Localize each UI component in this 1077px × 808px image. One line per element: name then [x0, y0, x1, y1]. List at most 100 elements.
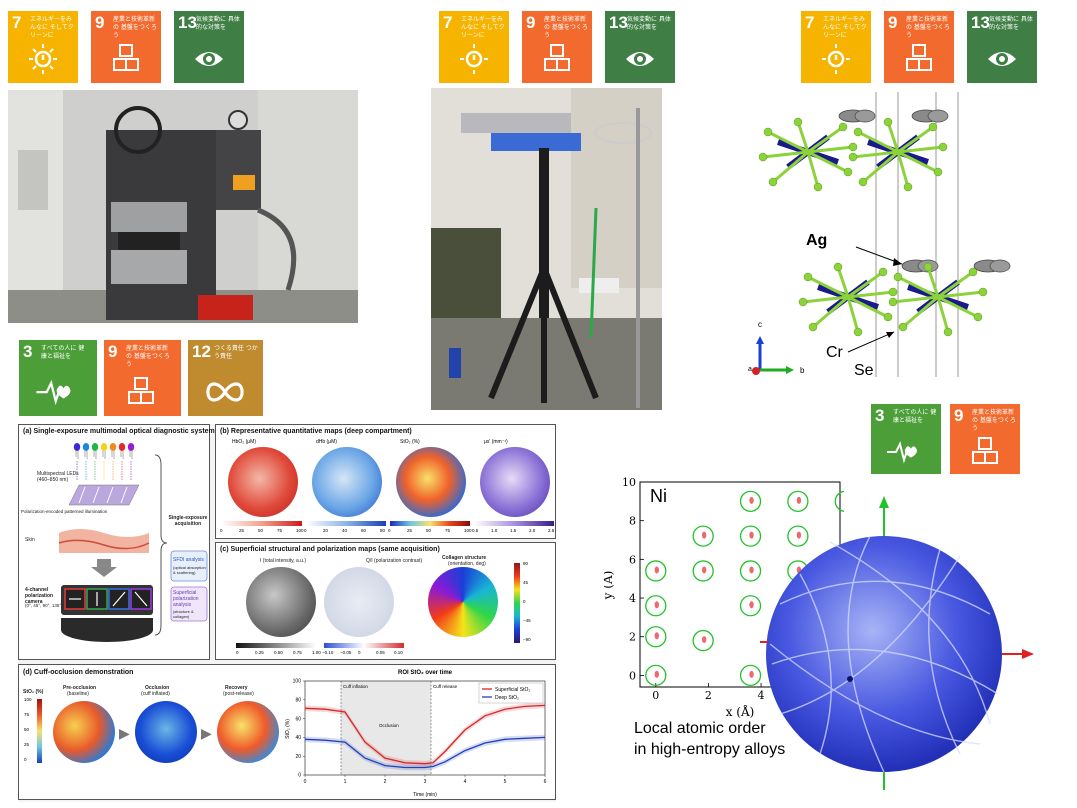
se-atom: [848, 142, 858, 152]
intensity-label: I (total intensity, a.u.): [260, 558, 307, 564]
recovery-label: Recovery: [225, 685, 248, 691]
axis-c-label: c: [758, 320, 762, 329]
ag-label: Ag: [806, 232, 828, 249]
axis-b-label: b: [800, 366, 805, 375]
legend-label: Deep StO₂: [495, 695, 519, 701]
led-icon: [82, 443, 90, 481]
map-colorbar: [390, 521, 470, 526]
x-tick-label: 0: [652, 689, 659, 702]
occlusion-sub: (cuff inflated): [141, 691, 170, 697]
sdg-label: すべての人に 健康と福祉を: [893, 409, 937, 424]
colorbar-tick: 75: [277, 528, 283, 533]
neighbor-circle: [645, 560, 667, 582]
x-tick-label: 4: [464, 779, 467, 785]
se-atom: [813, 182, 823, 192]
collagen-colorbar: [514, 563, 520, 643]
panel-c-title: (c) Superficial structural and polarizat…: [220, 546, 440, 553]
annotation-occlusion: Occlusion: [379, 723, 399, 728]
cr-se-cluster: [888, 262, 988, 337]
y-tick-label: 20: [295, 754, 301, 760]
sdg-number: 3: [23, 342, 33, 361]
sfdi-label: SFDI analysis: [173, 557, 204, 563]
stereographic-sphere: [760, 494, 1040, 792]
y-tick-label: 4: [629, 592, 636, 605]
led-icon: [91, 443, 99, 481]
panel-b: (b) Representative quantitative maps (de…: [215, 424, 556, 539]
x-tick-label: 3: [424, 779, 427, 785]
intensity-map: [246, 567, 316, 637]
system-schematic: [58, 443, 208, 642]
sdg9-tile: 9 産業と技術革新の 基盤をつくろう: [950, 404, 1020, 474]
ag-atom: [901, 259, 939, 273]
sphere-graphic: [760, 496, 1034, 790]
chart-xlabel: Time (min): [413, 792, 437, 798]
colorbar-tick: 2.0: [529, 528, 536, 533]
map-label: HbO₂ (μM): [232, 439, 256, 445]
colorbar-tick: 50: [24, 727, 30, 732]
neighbor-circle: [787, 490, 809, 512]
colorbar-tick: 0: [220, 528, 223, 533]
x-tick-label: 2: [705, 689, 712, 702]
map-label: dHb (μM): [316, 439, 337, 445]
led-icon: [100, 443, 108, 481]
sdg-label: 気候変動に 具体的な対策を: [196, 16, 240, 31]
neighbor-circle: [834, 490, 844, 512]
se-atom: [858, 177, 868, 187]
x-tick-label: 0: [304, 779, 307, 785]
x-tick-label: 6: [544, 779, 547, 785]
colorbar-tick: 80: [380, 528, 386, 533]
occlusion-map: [135, 701, 197, 763]
colorbar-tick: 0: [358, 650, 361, 655]
se-atom: [903, 182, 913, 192]
colorbar-tick: −90: [523, 637, 531, 642]
map-label: StO₂ (%): [400, 439, 420, 445]
neighbor-circle: [739, 560, 762, 582]
tripod-setup-photo: [431, 88, 662, 410]
arrow-right-icon: ▶: [201, 725, 212, 741]
sdg-number: 9: [888, 13, 898, 32]
ag-atom: [838, 109, 876, 123]
sdg-label: すべての人に 健康と福祉を: [41, 345, 85, 360]
press-machine-photo: [8, 90, 358, 323]
sdg-label: エネルギーをみんなに そしてクリーンに: [30, 16, 74, 39]
density-spot: [654, 632, 659, 640]
ag-atom: [911, 109, 949, 123]
cr-se-cluster: [758, 117, 858, 192]
ag-atom: [973, 259, 1011, 273]
sdg-label: 産業と技術革新の 基盤をつくろう: [113, 16, 157, 39]
density-spot: [749, 670, 754, 678]
sdg-number: 9: [108, 342, 118, 361]
x-tick-label: 1: [344, 779, 347, 785]
sdg13-tile: 13 気候変動に 具体的な対策を: [605, 11, 675, 83]
neighbor-circle: [692, 560, 714, 582]
se-atom: [758, 152, 768, 162]
neighbor-circle: [739, 664, 762, 687]
sdg-label: エネルギーをみんなに そしてクリーンに: [461, 16, 505, 39]
crystal-structure-graphic: [752, 92, 1011, 377]
density-spot: [749, 566, 754, 574]
se-atom: [793, 117, 803, 127]
density-spot: [749, 496, 754, 504]
pre-sub: (baseline): [67, 691, 89, 697]
x-tick-label: 2: [384, 779, 387, 785]
sdg-number: 13: [178, 13, 197, 32]
chart-ylabel: StO₂ (%): [285, 719, 291, 739]
y-tick-label: 0: [298, 773, 301, 779]
q-colorbar: [324, 643, 404, 648]
sdg3-tile: 3 すべての人に 健康と福祉を: [19, 340, 97, 416]
legend-box: [478, 682, 544, 704]
infinity-icon: [206, 382, 244, 402]
eye-globe-icon: [988, 52, 1016, 66]
sdg-number: 13: [609, 13, 628, 32]
neighbor-circle: [645, 664, 667, 687]
leds-range: (460–850 nm): [37, 477, 69, 483]
legend-label: Superficial StO₂: [495, 687, 530, 693]
map-label: μs' (mm⁻¹): [484, 439, 508, 445]
se-label: Se: [854, 362, 874, 379]
pre-occlusion-map: [53, 701, 115, 763]
hea-caption-line2: in high-entropy alloys: [634, 741, 786, 758]
sdg-number: 9: [954, 406, 964, 425]
quantitative-map: [312, 447, 382, 517]
se-atom: [838, 122, 848, 132]
